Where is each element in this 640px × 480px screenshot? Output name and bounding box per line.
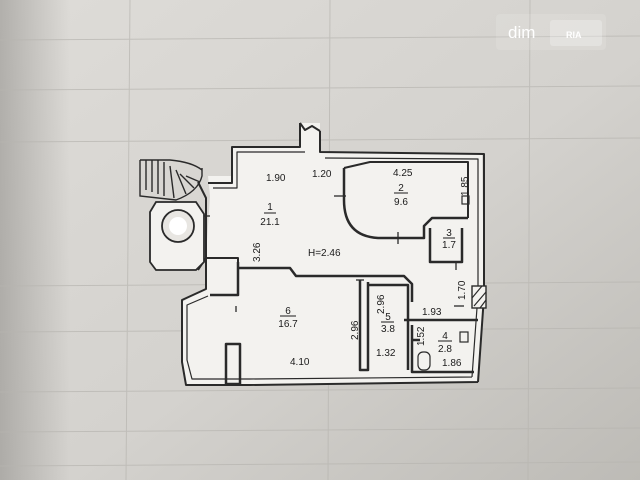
wall-room3 bbox=[428, 228, 464, 264]
wall-room5 bbox=[368, 283, 478, 370]
dim-1-93: 1.93 bbox=[422, 307, 442, 318]
room-1-number: 1 bbox=[267, 202, 273, 213]
dimria-watermark: dim RIA bbox=[496, 14, 606, 50]
room-2-area: 9.6 bbox=[394, 197, 408, 208]
room-labels: 1 21.1 2 9.6 3 1.7 4 2.8 5 3.8 6 16.7 H=… bbox=[260, 183, 456, 355]
vent-shaft bbox=[471, 285, 487, 309]
room-6-area: 16.7 bbox=[278, 319, 298, 330]
wall-bottom-stub bbox=[224, 342, 242, 386]
room-2-number: 2 bbox=[398, 183, 404, 194]
dim-1-52: 1.52 bbox=[416, 326, 427, 346]
dim-1-20: 1.20 bbox=[312, 169, 332, 180]
ceiling-height-label: H=2.46 bbox=[308, 248, 341, 259]
wall-corridor bbox=[210, 262, 414, 302]
toilet-fixture bbox=[417, 195, 470, 371]
door-marks bbox=[202, 195, 464, 312]
dim-1-90: 1.90 bbox=[266, 173, 286, 184]
watermark-text: dim bbox=[508, 23, 535, 42]
paper-shadow bbox=[0, 0, 70, 480]
room-3-area: 1.7 bbox=[442, 240, 456, 251]
room-1-area: 21.1 bbox=[260, 217, 280, 228]
room-3-number: 3 bbox=[446, 228, 452, 239]
dim-1-70: 1.70 bbox=[457, 280, 468, 300]
room-4-area: 2.8 bbox=[438, 344, 452, 355]
dim-4-10: 4.10 bbox=[290, 357, 310, 368]
wall-room2 bbox=[342, 168, 468, 240]
dim-1-86: 1.86 bbox=[442, 358, 462, 369]
room-6-number: 6 bbox=[285, 306, 291, 317]
walls bbox=[181, 122, 485, 386]
room-4-number: 4 bbox=[442, 331, 448, 342]
dim-2-96-room5: 2.96 bbox=[376, 294, 387, 314]
room-5-area: 3.8 bbox=[381, 324, 395, 335]
wall-entry-gap bbox=[299, 122, 321, 132]
wall-room4 bbox=[410, 325, 474, 374]
dim-4-25: 4.25 bbox=[393, 168, 413, 179]
wall-room6 bbox=[358, 280, 370, 372]
outer-wall bbox=[181, 123, 485, 386]
wall-room2-top bbox=[343, 161, 469, 218]
round-column bbox=[149, 201, 205, 271]
dimension-labels: 1.90 1.20 4.25 1.85 3.26 1.70 2.96 1.93 … bbox=[252, 168, 471, 369]
dim-3-26: 3.26 bbox=[252, 242, 263, 262]
dim-2-96-room6: 2.96 bbox=[350, 320, 361, 340]
room-5-number: 5 bbox=[385, 312, 391, 323]
outer-wall-inner bbox=[186, 151, 479, 380]
stairwell bbox=[139, 159, 203, 201]
dim-1-85: 1.85 bbox=[460, 176, 471, 196]
watermark-sub: RIA bbox=[566, 30, 582, 40]
dim-1-32: 1.32 bbox=[376, 348, 396, 359]
